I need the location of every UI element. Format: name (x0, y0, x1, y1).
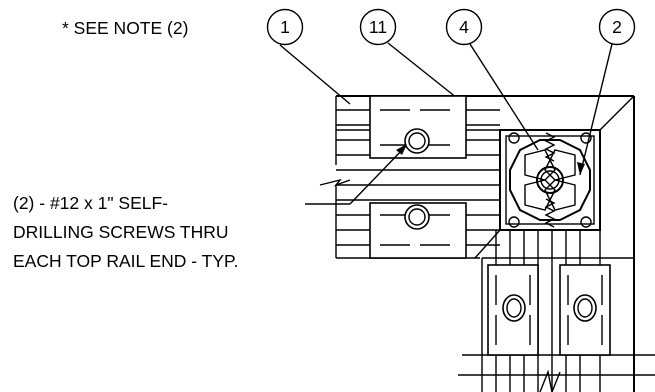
callout-bubble-4: 4 (445, 8, 483, 46)
break-symbol-bottom (539, 369, 561, 392)
see-note-label: * SEE NOTE (2) (62, 18, 188, 38)
screw-bottom-right (573, 294, 597, 322)
callout-bubble-11: 11 (359, 8, 397, 46)
screw-upper-left (404, 128, 430, 154)
screw-note-leader (305, 144, 407, 205)
screw-bottom-left (502, 294, 526, 322)
break-symbol-left (319, 178, 351, 187)
callout-label-1: 1 (280, 17, 290, 37)
horizontal-rail-lines (336, 109, 500, 259)
vertical-rail (458, 230, 655, 392)
callout-bubble-2: 2 (598, 8, 636, 46)
screw-lower-left (404, 204, 430, 230)
callout-label-11: 11 (369, 17, 387, 37)
corner-post (499, 129, 601, 231)
screw-note: (2) - #12 x 1" SELF- DRILLING SCREWS THR… (13, 193, 238, 271)
rail-insert-lower (369, 202, 467, 259)
screw-note-line-1: (2) - #12 x 1" SELF- (13, 193, 168, 213)
callout-label-4: 4 (459, 17, 469, 37)
callout-label-2: 2 (612, 17, 622, 37)
callout-bubble-1: 1 (266, 8, 304, 46)
screw-note-line-3: EACH TOP RAIL END - TYP. (13, 251, 238, 271)
screw-note-line-2: DRILLING SCREWS THRU (13, 222, 229, 242)
